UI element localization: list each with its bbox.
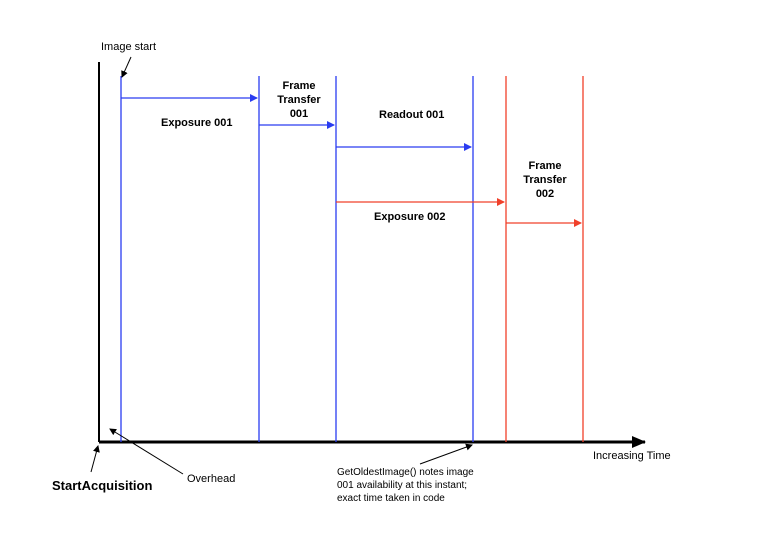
- frame-transfer-002-label: Frame Transfer 002: [516, 159, 574, 201]
- note-line-3: exact time taken in code: [337, 493, 445, 504]
- frame-transfer-002-line-2: Transfer: [523, 174, 567, 186]
- image-start-pointer: [121, 56, 132, 78]
- frame-transfer-001-label: Frame Transfer 001: [270, 79, 328, 121]
- frame-transfer-001-line-1: Frame: [282, 80, 316, 92]
- overhead-label: Overhead: [187, 473, 236, 485]
- image-start-label: Image start: [101, 41, 157, 53]
- start-acquisition-label: StartAcquisition: [52, 478, 153, 493]
- get-oldest-image-pointer: [419, 443, 473, 465]
- start-acquisition-pointer: [90, 445, 100, 473]
- frame-transfer-001-line-3: 001: [289, 108, 309, 120]
- frame-transfer-001-line-2: Transfer: [277, 94, 321, 106]
- get-oldest-image-note: GetOldestImage() notes image 001 availab…: [337, 466, 537, 505]
- exposure-002-label: Exposure 002: [374, 211, 446, 223]
- frame-transfer-002-line-3: 002: [535, 188, 555, 200]
- note-line-2: 001 availability at this instant;: [337, 480, 468, 491]
- readout-001-label: Readout 001: [379, 109, 445, 121]
- note-line-1: GetOldestImage() notes image: [337, 467, 474, 478]
- frame-transfer-002-line-1: Frame: [528, 160, 562, 172]
- overhead-pointer: [109, 428, 184, 475]
- exposure-001-label: Exposure 001: [161, 117, 233, 129]
- increasing-time-label: Increasing Time: [593, 450, 671, 462]
